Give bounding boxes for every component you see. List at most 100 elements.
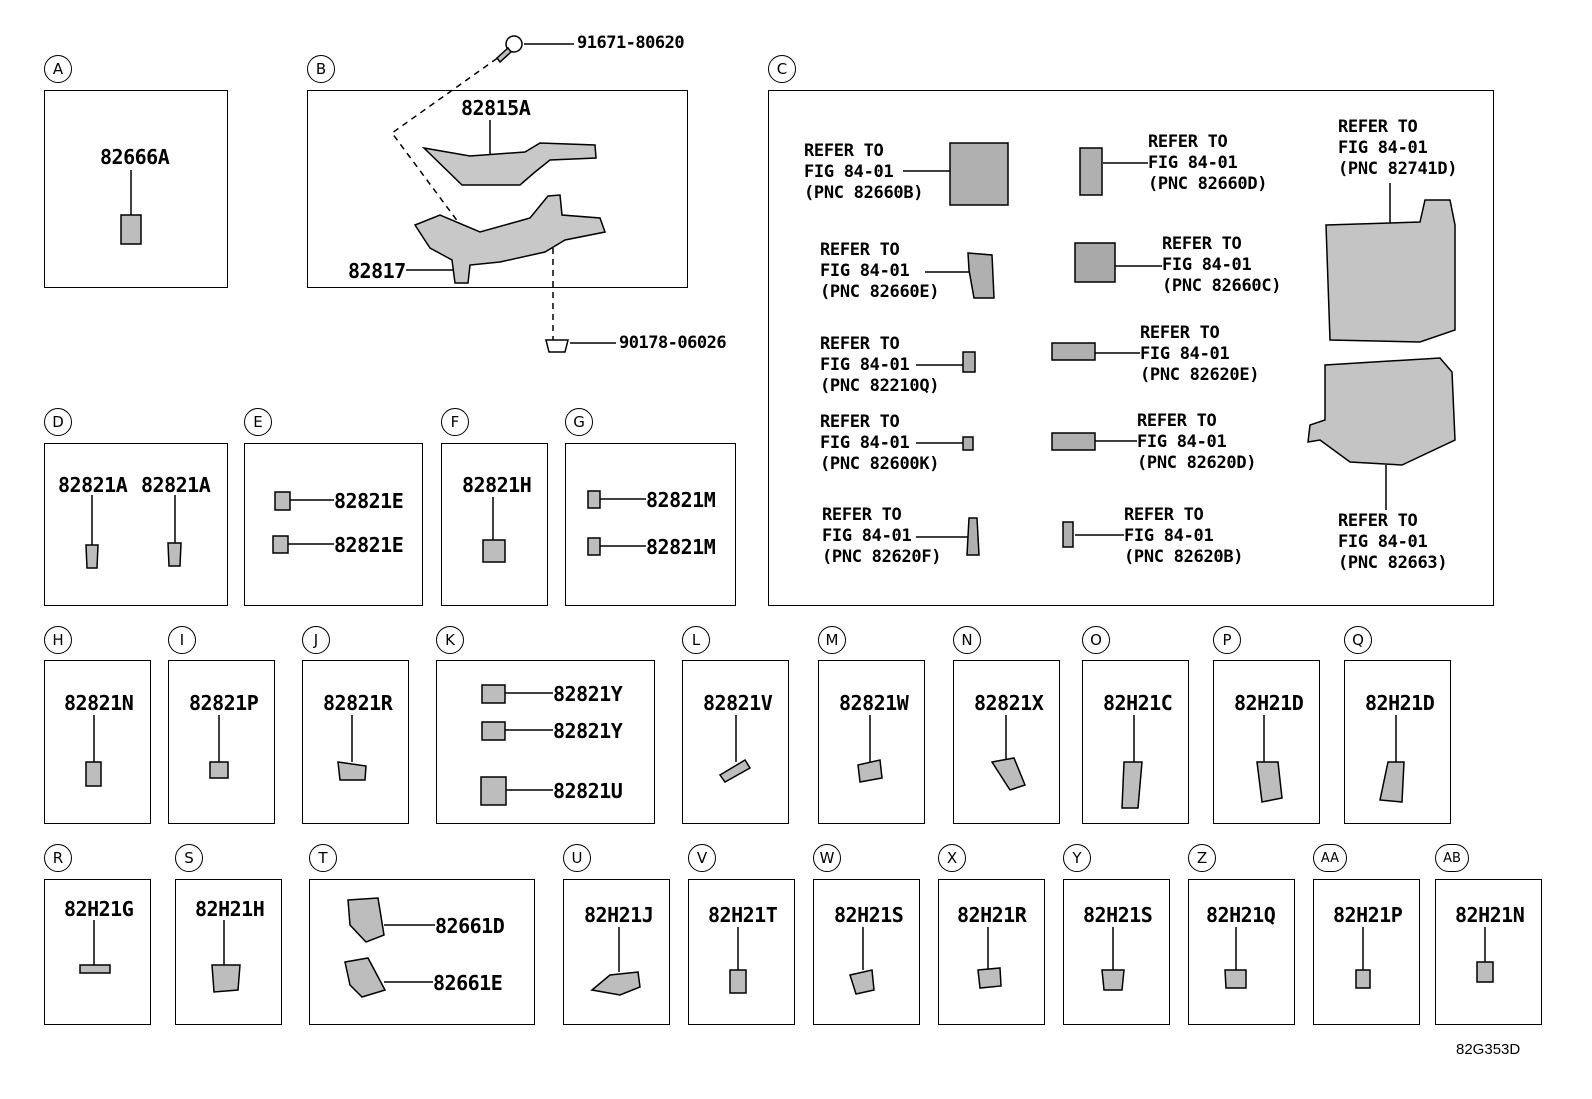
group-box-k	[436, 660, 655, 824]
part-number-d2[interactable]: 82821A	[141, 473, 211, 497]
refer-line: REFER TO	[820, 240, 900, 260]
part-number-aa[interactable]: 82H21P	[1333, 903, 1403, 927]
group-label-t: T	[309, 844, 337, 872]
part-number-i[interactable]: 82821P	[189, 691, 259, 715]
part-number-b-lower[interactable]: 82817	[348, 259, 406, 283]
group-box-a	[44, 90, 228, 288]
part-number-d1[interactable]: 82821A	[58, 473, 128, 497]
part-number-u[interactable]: 82H21J	[584, 903, 654, 927]
part-number-y[interactable]: 82H21S	[1083, 903, 1153, 927]
refer-note-82660d[interactable]: REFER TO FIG 84-01 (PNC 82660D)	[1148, 132, 1268, 195]
part-number-e2[interactable]: 82821E	[334, 533, 404, 557]
refer-line: FIG 84-01	[1162, 255, 1252, 275]
part-number-r[interactable]: 82H21G	[64, 897, 134, 921]
refer-line: (PNC 82660D)	[1148, 174, 1268, 194]
refer-note-82620f[interactable]: REFER TO FIG 84-01 (PNC 82620F)	[822, 505, 942, 568]
part-number-v[interactable]: 82H21T	[708, 903, 778, 927]
refer-line: REFER TO	[1140, 323, 1220, 343]
part-number-b-screw[interactable]: 91671-80620	[577, 33, 685, 53]
group-label-c: C	[768, 55, 796, 83]
part-number-e1[interactable]: 82821E	[334, 489, 404, 513]
refer-line: FIG 84-01	[1124, 526, 1214, 546]
group-label-f: F	[441, 408, 469, 436]
group-label-ab: AB	[1435, 844, 1469, 872]
refer-note-82741d[interactable]: REFER TO FIG 84-01 (PNC 82741D)	[1338, 117, 1458, 180]
part-number-m[interactable]: 82821W	[839, 691, 909, 715]
group-label-q: Q	[1344, 626, 1372, 654]
part-number-w[interactable]: 82H21S	[834, 903, 904, 927]
group-box-n	[953, 660, 1060, 824]
part-number-l[interactable]: 82821V	[703, 691, 773, 715]
part-number-ab[interactable]: 82H21N	[1455, 903, 1525, 927]
group-box-l	[682, 660, 789, 824]
part-number-h[interactable]: 82821N	[64, 691, 134, 715]
part-number-f[interactable]: 82821H	[462, 473, 532, 497]
part-number-q[interactable]: 82H21D	[1365, 691, 1435, 715]
refer-note-82620d[interactable]: REFER TO FIG 84-01 (PNC 82620D)	[1137, 411, 1257, 474]
refer-line: REFER TO	[822, 505, 902, 525]
part-number-k3[interactable]: 82821U	[553, 779, 623, 803]
part-number-a[interactable]: 82666A	[100, 145, 170, 169]
refer-line: (PNC 82660C)	[1162, 276, 1282, 296]
group-label-y: Y	[1063, 844, 1091, 872]
refer-line: REFER TO	[820, 334, 900, 354]
group-label-a: A	[44, 55, 72, 83]
group-label-s: S	[175, 844, 203, 872]
part-number-k2[interactable]: 82821Y	[553, 719, 623, 743]
refer-line: FIG 84-01	[820, 433, 910, 453]
part-number-t1[interactable]: 82661D	[435, 914, 505, 938]
refer-line: REFER TO	[1148, 132, 1228, 152]
refer-line: FIG 84-01	[820, 355, 910, 375]
refer-line: (PNC 82620F)	[822, 547, 942, 567]
group-label-g: G	[565, 408, 593, 436]
refer-note-82660e[interactable]: REFER TO FIG 84-01 (PNC 82660E)	[820, 240, 940, 303]
refer-line: (PNC 82660E)	[820, 282, 940, 302]
part-number-b-nut[interactable]: 90178-06026	[619, 333, 727, 353]
refer-line: REFER TO	[804, 141, 884, 161]
refer-note-82620b[interactable]: REFER TO FIG 84-01 (PNC 82620B)	[1124, 505, 1244, 568]
refer-line: FIG 84-01	[1148, 153, 1238, 173]
part-number-g2[interactable]: 82821M	[646, 535, 716, 559]
part-number-t2[interactable]: 82661E	[433, 971, 503, 995]
part-number-x[interactable]: 82H21R	[957, 903, 1027, 927]
group-box-v	[688, 879, 795, 1025]
refer-note-82660c[interactable]: REFER TO FIG 84-01 (PNC 82660C)	[1162, 234, 1282, 297]
refer-line: (PNC 82600K)	[820, 454, 940, 474]
group-label-v: V	[688, 844, 716, 872]
group-label-i: I	[168, 626, 196, 654]
part-number-p[interactable]: 82H21D	[1234, 691, 1304, 715]
group-box-y	[1063, 879, 1170, 1025]
group-label-o: O	[1082, 626, 1110, 654]
group-label-z: Z	[1188, 844, 1216, 872]
part-number-z[interactable]: 82H21Q	[1206, 903, 1276, 927]
group-box-f	[441, 443, 548, 606]
group-label-r: R	[44, 844, 72, 872]
group-box-e	[244, 443, 423, 606]
group-box-o	[1082, 660, 1189, 824]
refer-line: (PNC 82620E)	[1140, 365, 1260, 385]
refer-note-82663[interactable]: REFER TO FIG 84-01 (PNC 82663)	[1338, 511, 1448, 574]
part-number-g1[interactable]: 82821M	[646, 488, 716, 512]
refer-line: REFER TO	[1338, 511, 1418, 531]
refer-note-82210q[interactable]: REFER TO FIG 84-01 (PNC 82210Q)	[820, 334, 940, 397]
refer-note-82660b[interactable]: REFER TO FIG 84-01 (PNC 82660B)	[804, 141, 924, 204]
group-box-aa	[1313, 879, 1420, 1025]
group-box-x	[938, 879, 1045, 1025]
part-number-n[interactable]: 82821X	[974, 691, 1044, 715]
refer-note-82620e[interactable]: REFER TO FIG 84-01 (PNC 82620E)	[1140, 323, 1260, 386]
group-box-b	[307, 90, 688, 288]
refer-line: (PNC 82210Q)	[820, 376, 940, 396]
part-number-b-upper[interactable]: 82815A	[461, 96, 531, 120]
group-box-t	[309, 879, 535, 1025]
group-label-m: M	[818, 626, 846, 654]
group-box-p	[1213, 660, 1320, 824]
part-number-o[interactable]: 82H21C	[1103, 691, 1173, 715]
refer-line: REFER TO	[1162, 234, 1242, 254]
part-number-s[interactable]: 82H21H	[195, 897, 265, 921]
part-number-j[interactable]: 82821R	[323, 691, 393, 715]
part-number-k1[interactable]: 82821Y	[553, 682, 623, 706]
refer-line: (PNC 82663)	[1338, 553, 1448, 573]
refer-note-82600k[interactable]: REFER TO FIG 84-01 (PNC 82600K)	[820, 412, 940, 475]
refer-line: FIG 84-01	[822, 526, 912, 546]
group-label-h: H	[44, 626, 72, 654]
